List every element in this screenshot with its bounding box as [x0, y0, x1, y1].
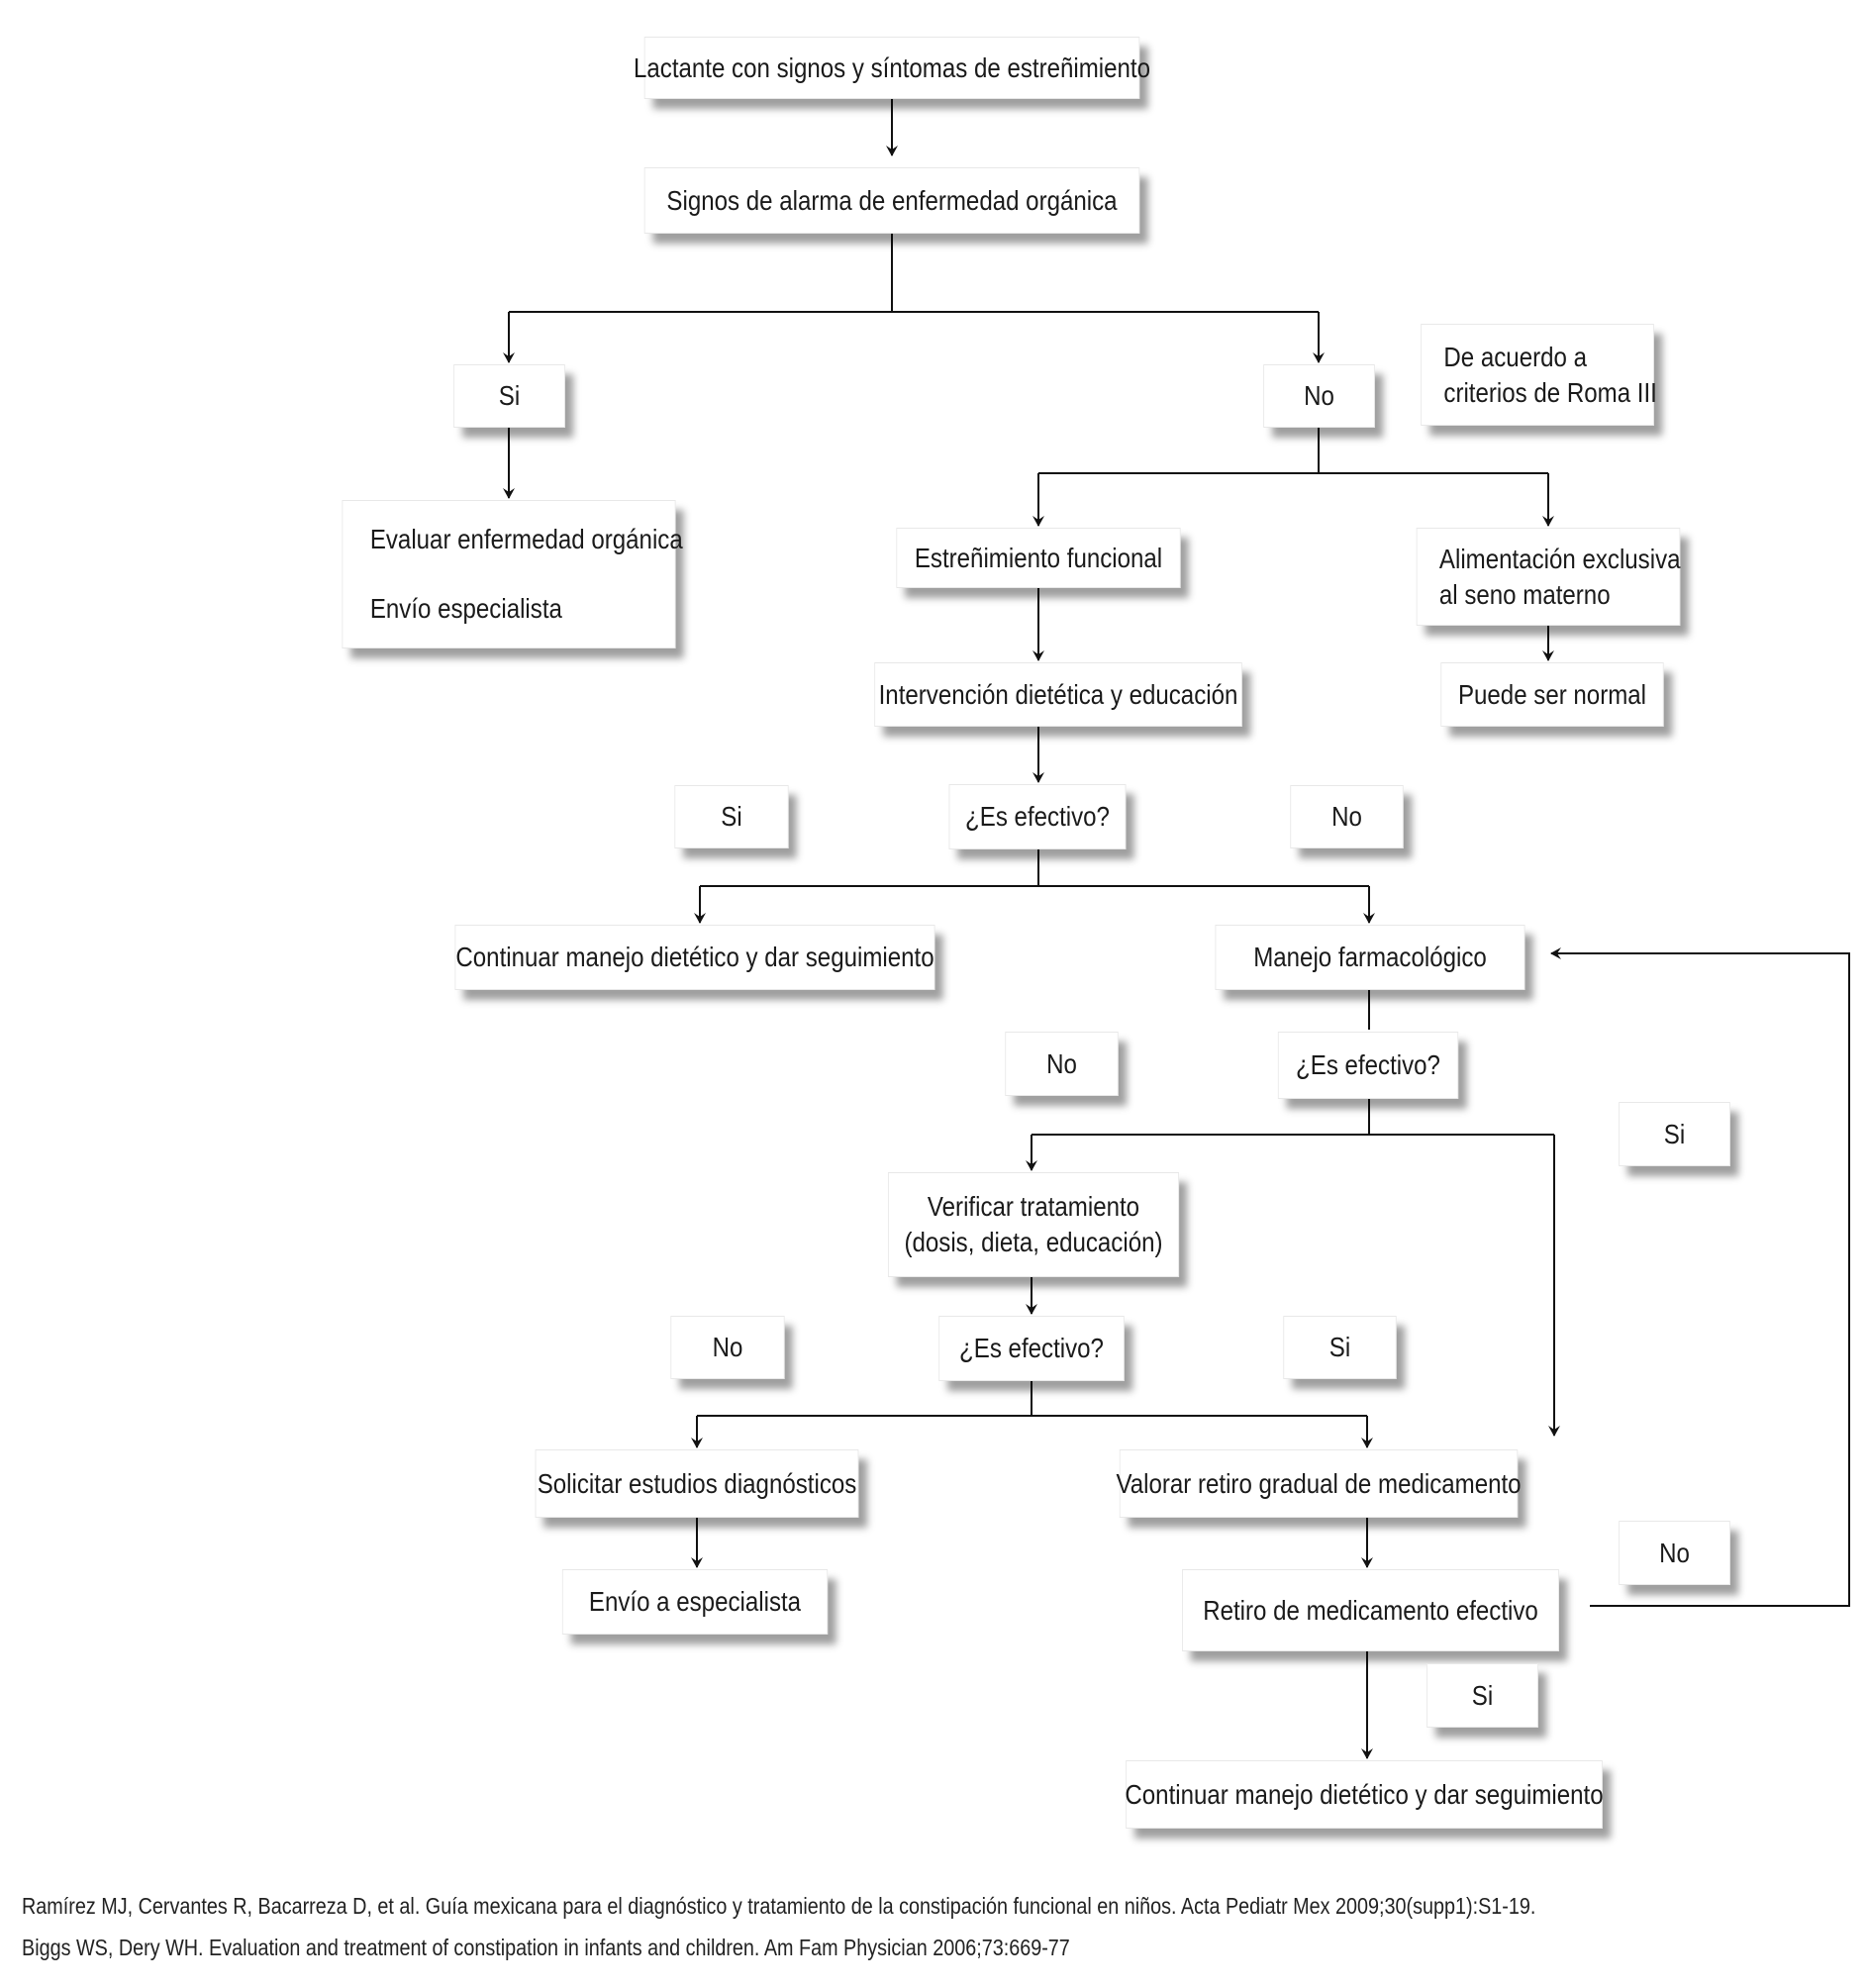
- node-no-4-label: No: [1659, 1537, 1690, 1568]
- node-continue-2: Continuar manejo dietético y dar seguimi…: [1125, 1760, 1604, 1829]
- node-roma-criteria: De acuerdo a criterios de Roma III: [1421, 324, 1657, 426]
- node-normal: Puede ser normal: [1440, 662, 1664, 727]
- node-si-1-label: Si: [721, 801, 742, 832]
- node-withdraw-effective: Retiro de medicamento efectivo: [1182, 1569, 1559, 1651]
- node-si-4-label: Si: [1471, 1679, 1494, 1711]
- node-withdraw-gradual-label: Valorar retiro gradual de medicamento: [1116, 1467, 1522, 1499]
- node-start: Lactante con signos y síntomas de estreñ…: [634, 37, 1150, 99]
- node-functional-label: Estreñimiento funcional: [914, 542, 1163, 573]
- node-si-3: Si: [1283, 1316, 1397, 1379]
- references: Ramírez MJ, Cervantes R, Bacarreza D, et…: [22, 1885, 1535, 1968]
- node-referral: Envío a especialista: [561, 1569, 829, 1635]
- node-verify-line2: (dosis, dieta, educación): [904, 1227, 1163, 1257]
- edge-withdraw-loop-back: [1550, 947, 1850, 1607]
- node-continue-2-label: Continuar manejo dietético y dar seguimi…: [1125, 1778, 1604, 1810]
- node-si-2: Si: [1619, 1102, 1730, 1166]
- node-si-alarm: Si: [453, 364, 565, 428]
- node-breastfeeding: Alimentación exclusiva al seno materno: [1416, 528, 1681, 626]
- node-breastfeeding-line1: Alimentación exclusiva: [1438, 543, 1681, 574]
- node-effective-2: ¿Es efectivo?: [1277, 1032, 1459, 1099]
- node-studies-label: Solicitar estudios diagnósticos: [537, 1467, 857, 1499]
- node-start-label: Lactante con signos y síntomas de estreñ…: [633, 51, 1151, 83]
- node-effective-1: ¿Es efectivo?: [948, 784, 1127, 849]
- node-roma-line1: De acuerdo a: [1443, 341, 1587, 372]
- node-verify-line1: Verificar tratamiento: [927, 1191, 1140, 1222]
- node-si-4: Si: [1426, 1663, 1538, 1728]
- node-no-3-label: No: [712, 1332, 743, 1362]
- node-no-3: No: [670, 1316, 785, 1379]
- node-diet-intervention: Intervención dietética y educación: [874, 662, 1242, 727]
- node-organic: Evaluar enfermedad orgánica Envío especi…: [342, 500, 683, 648]
- node-verify: Verificar tratamiento (dosis, dieta, edu…: [887, 1172, 1180, 1277]
- node-no-1: No: [1290, 785, 1404, 848]
- node-si-alarm-label: Si: [498, 380, 521, 411]
- node-effective-3: ¿Es efectivo?: [938, 1316, 1125, 1381]
- node-pharma: Manejo farmacológico: [1215, 925, 1525, 990]
- node-continue-1-label: Continuar manejo dietético y dar seguimi…: [455, 942, 934, 972]
- node-functional: Estreñimiento funcional: [896, 528, 1181, 588]
- node-organic-line1: Evaluar enfermedad orgánica: [369, 524, 683, 554]
- node-pharma-label: Manejo farmacológico: [1253, 942, 1487, 972]
- edge-effective3-split: [697, 1381, 1367, 1417]
- node-diet-intervention-label: Intervención dietética y educación: [878, 678, 1238, 710]
- node-withdraw-gradual: Valorar retiro gradual de medicamento: [1116, 1449, 1522, 1518]
- edge-effective1-split: [700, 849, 1369, 887]
- node-si-3-label: Si: [1328, 1332, 1351, 1362]
- node-no-4: No: [1619, 1521, 1730, 1585]
- edge-no-split: [1038, 428, 1548, 474]
- edge-effective2-split: [1032, 1099, 1554, 1136]
- reference-2: Biggs WS, Dery WH. Evaluation and treatm…: [22, 1935, 1070, 1960]
- edge-alarm-split: [509, 234, 1319, 313]
- node-roma-line2: criterios de Roma III: [1443, 376, 1657, 408]
- node-organic-line2: Envío especialista: [369, 593, 562, 624]
- node-no-2-label: No: [1046, 1047, 1077, 1079]
- node-no-2: No: [1005, 1032, 1119, 1096]
- node-effective-2-label: ¿Es efectivo?: [1296, 1049, 1440, 1080]
- node-si-1: Si: [674, 785, 789, 848]
- node-referral-label: Envío a especialista: [588, 1586, 802, 1617]
- node-si-2-label: Si: [1663, 1118, 1686, 1149]
- node-withdraw-effective-label: Retiro de medicamento efectivo: [1203, 1594, 1538, 1626]
- node-alarm-label: Signos de alarma de enfermedad orgánica: [666, 184, 1118, 216]
- node-breastfeeding-line2: al seno materno: [1438, 578, 1611, 610]
- node-no-alarm: No: [1263, 364, 1375, 428]
- node-no-alarm-label: No: [1304, 380, 1334, 411]
- node-normal-label: Puede ser normal: [1457, 678, 1647, 710]
- node-effective-3-label: ¿Es efectivo?: [959, 1333, 1104, 1363]
- node-alarm: Signos de alarma de enfermedad orgánica: [643, 167, 1140, 234]
- node-studies: Solicitar estudios diagnósticos: [535, 1449, 859, 1518]
- node-effective-1-label: ¿Es efectivo?: [965, 801, 1110, 832]
- reference-1: Ramírez MJ, Cervantes R, Bacarreza D, et…: [22, 1893, 1536, 1919]
- node-continue-1: Continuar manejo dietético y dar seguimi…: [454, 925, 935, 990]
- node-no-1-label: No: [1331, 801, 1362, 832]
